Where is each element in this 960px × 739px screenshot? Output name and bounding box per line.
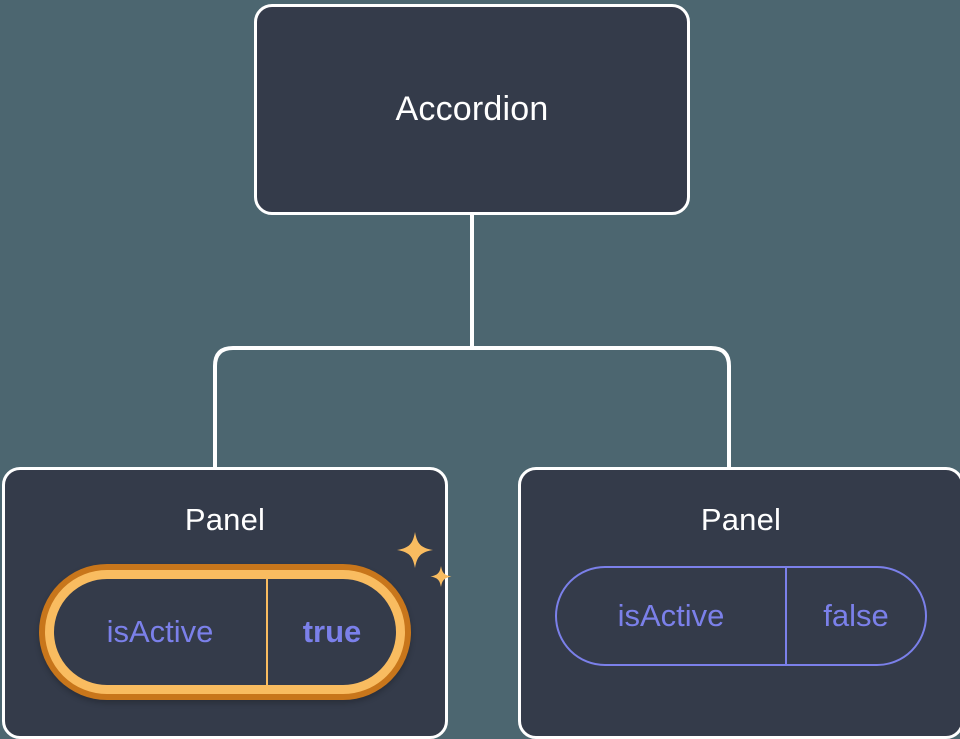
prop-pill-isactive-false[interactable]: isActive false — [555, 566, 927, 666]
prop-pill-isactive-true[interactable]: isActive true — [45, 570, 405, 694]
prop-name-left: isActive — [106, 614, 214, 649]
node-panel-left-label: Panel — [184, 502, 266, 537]
prop-value-right: false — [785, 568, 925, 664]
node-accordion[interactable]: Accordion — [254, 4, 690, 215]
prop-pill-highlight-ring: isActive true — [39, 564, 411, 700]
prop-name-right: isActive — [617, 598, 725, 633]
prop-pill-right-wrapper: isActive false — [555, 566, 927, 666]
prop-value-left: true — [266, 579, 396, 685]
node-panel-right[interactable]: Panel isActive false — [518, 467, 960, 739]
prop-pill-left-wrapper: isActive true — [39, 532, 452, 700]
sparkle-icon — [397, 532, 433, 568]
sparkle-group — [397, 532, 452, 587]
connector-branch-bar — [213, 346, 731, 470]
node-panel-right-label: Panel — [700, 502, 782, 537]
node-accordion-label: Accordion — [395, 90, 549, 128]
node-panel-left[interactable]: Panel isActive true — [2, 467, 452, 739]
sparkle-icon — [430, 566, 452, 587]
